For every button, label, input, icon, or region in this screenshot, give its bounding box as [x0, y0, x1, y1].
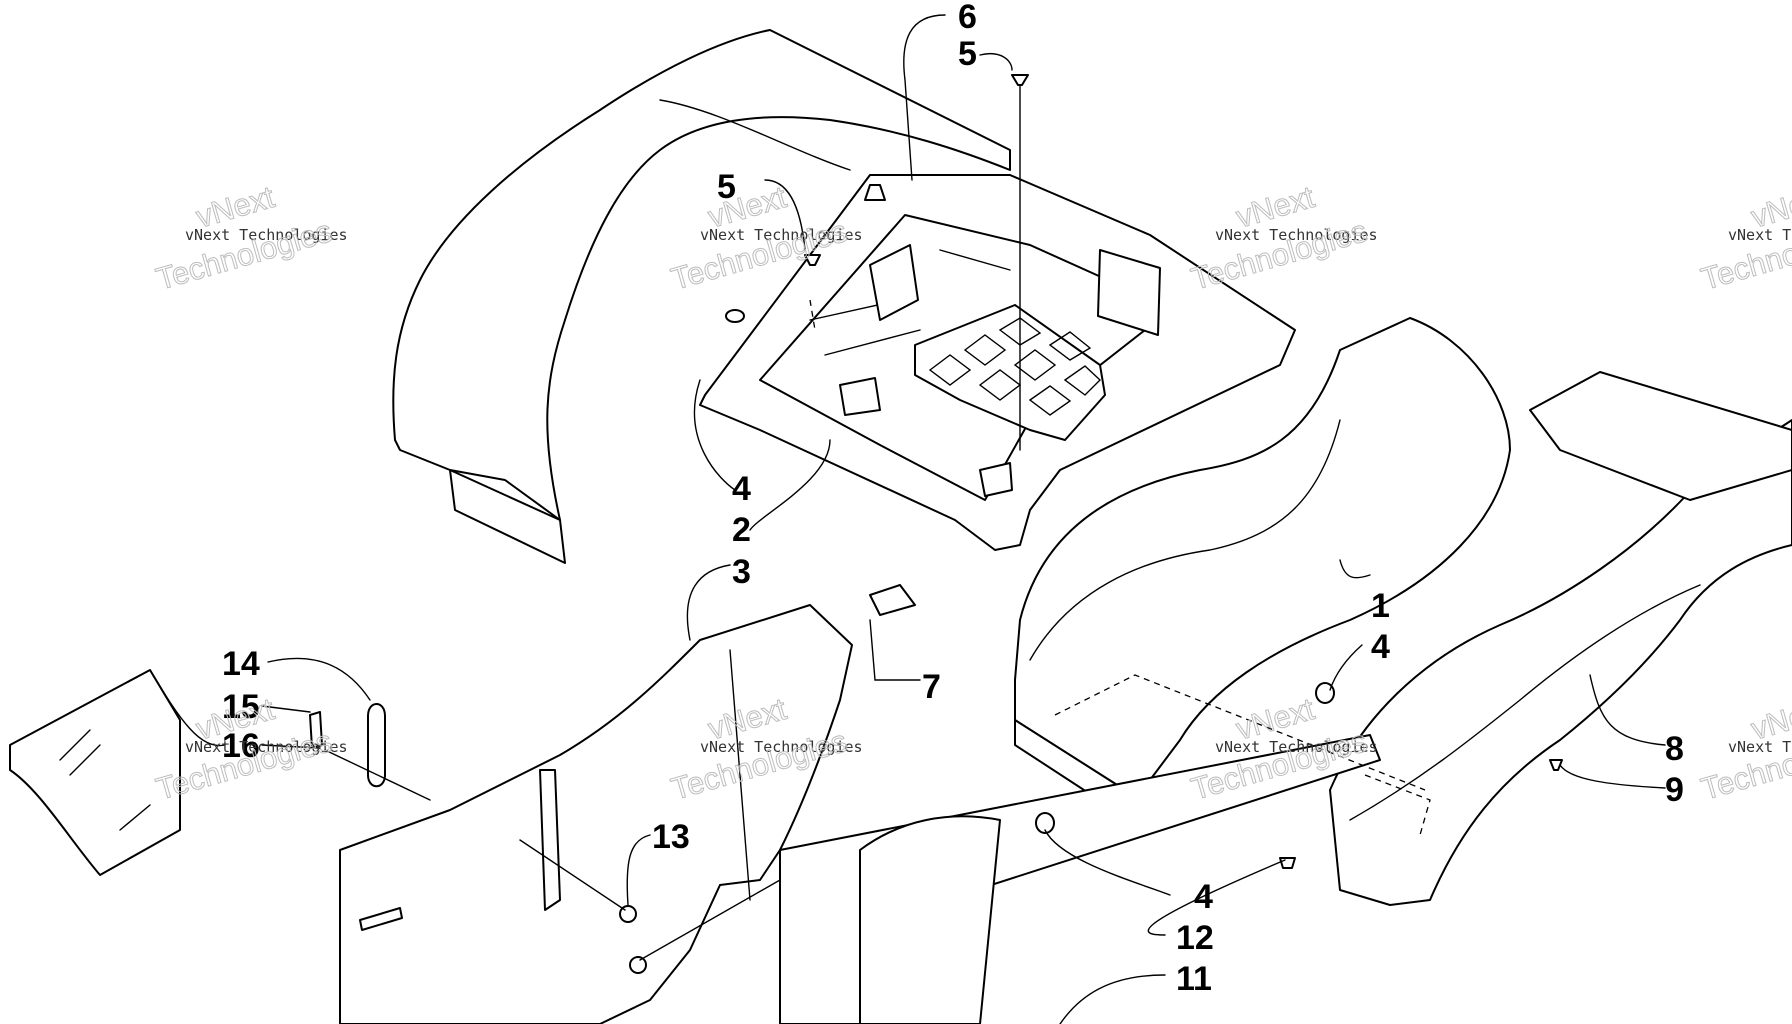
watermark-name: vNext Technologies [1215, 226, 1378, 244]
assembly-dashes [809, 299, 1431, 836]
watermark-4: vNext vNext Technologies Technologies [1697, 179, 1792, 298]
watermark-1: vNext vNext Technologies Technologies [152, 179, 348, 298]
callout-5-top: 5 [958, 35, 977, 73]
callout-2: 2 [732, 511, 751, 549]
front-panel [779, 734, 1381, 1024]
net-pattern [928, 317, 1102, 416]
callout-11: 11 [1176, 960, 1212, 998]
callout-16: 16 [222, 727, 260, 765]
windshield-panel [9, 669, 181, 876]
small-parts [309, 74, 1563, 974]
callout-15: 15 [222, 688, 260, 726]
watermark-name: vNext Technologies [1728, 738, 1792, 756]
watermark-name: vNext Technologies [1728, 226, 1792, 244]
watermark-name: vNext Technologies [185, 738, 348, 756]
splash-guard [339, 604, 853, 1024]
watermark-name: vNext Technologies [700, 226, 863, 244]
callout-6: 6 [958, 0, 977, 36]
callout-4-lower: 4 [1194, 878, 1213, 916]
watermark-8: vNext vNext Technologies Technologies [1697, 691, 1792, 808]
right-flare [1329, 371, 1792, 906]
watermark-3: vNext vNext Technologies Technologies [1187, 179, 1378, 298]
callout-4-upper: 4 [732, 470, 751, 508]
callout-7: 7 [922, 668, 941, 706]
rear-fender-left-wing [392, 29, 1011, 564]
callout-5-mid: 5 [717, 168, 736, 206]
storage-rack-net [914, 304, 1106, 441]
callout-12: 12 [1176, 919, 1214, 957]
watermark-name: vNext Technologies [1215, 738, 1378, 756]
callout-9: 9 [1665, 771, 1684, 809]
leader-lines [149, 14, 1666, 1024]
watermark-5: vNext vNext Technologies Technologies [152, 691, 348, 808]
callout-4-right: 4 [1371, 628, 1390, 666]
callout-13: 13 [652, 818, 690, 856]
watermark-name: vNext Technologies [185, 226, 348, 244]
watermark-name: vNext Technologies [700, 738, 863, 756]
callout-3: 3 [732, 553, 751, 591]
callout-8: 8 [1665, 730, 1684, 768]
callout-labels: 6 5 5 4 2 3 1 4 7 14 15 16 13 4 12 11 8 … [222, 0, 1684, 998]
callout-1: 1 [1371, 587, 1390, 625]
callout-14: 14 [222, 645, 260, 683]
